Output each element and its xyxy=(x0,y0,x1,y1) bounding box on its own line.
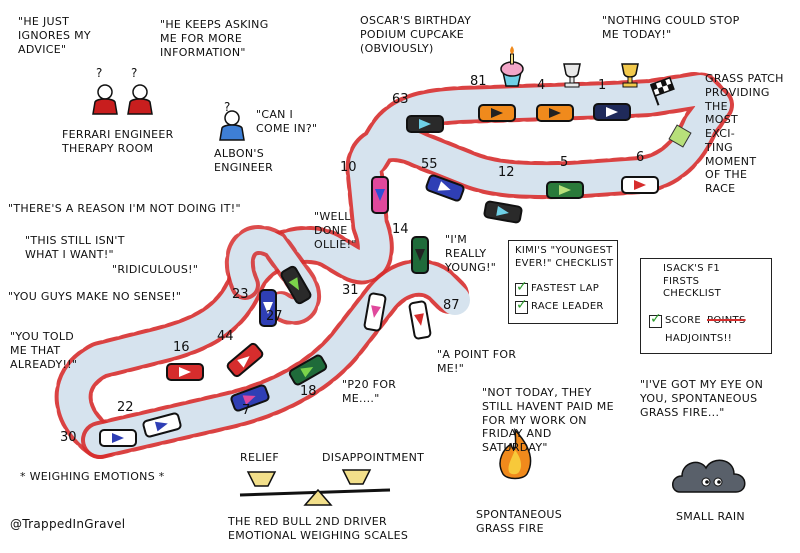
oscar-cupcake-caption: OSCAR'S BIRTHDAY PODIUM CUPCAKE (OBVIOUS… xyxy=(360,14,472,55)
kimi-checklist: KIMI'S "YOUNGEST EVER!" CHECKLIST ✓ FAST… xyxy=(508,240,618,324)
car-number-44: 44 xyxy=(217,329,234,344)
quote-not-today: "NOT TODAY, THEY STILL HAVENT PAID ME FO… xyxy=(482,386,614,454)
car-31 xyxy=(363,292,387,332)
grass-patch-caption: GRASS PATCH PROVIDING THE MOST EXCI- TIN… xyxy=(705,72,784,195)
car-number-7: 7 xyxy=(242,403,251,418)
trophy-icon xyxy=(563,63,581,88)
ferrari-engineer-left xyxy=(92,84,118,115)
car-55 xyxy=(425,174,465,202)
quote-nothing-could-stop: "NOTHING COULD STOP ME TODAY!" xyxy=(602,14,740,41)
checkmark-icon: ✓ xyxy=(516,297,528,313)
kimi-item-race-leader: RACE LEADER xyxy=(531,301,604,312)
isack-checklist-title: ISACK'S F1 FIRSTS CHECKLIST xyxy=(663,263,722,299)
quote-can-i-come-in: "CAN I COME IN?" xyxy=(256,108,318,135)
kimi-item-fastest-lap: FASTEST LAP xyxy=(531,283,600,294)
car-number-6: 6 xyxy=(636,150,645,165)
small-rain-label: SMALL RAIN xyxy=(676,510,745,523)
car-30 xyxy=(99,429,137,447)
quote-told-me: "YOU TOLD ME THAT ALREADY!!" xyxy=(10,330,78,371)
car-27 xyxy=(280,265,312,305)
quote-really-young: "I'M REALLY YOUNG!" xyxy=(445,233,497,274)
checkmark-icon: ✓ xyxy=(650,311,662,327)
quote-still-isnt: "THIS STILL ISN'T WHAT I WANT!" xyxy=(25,234,125,261)
car-number-10: 10 xyxy=(340,160,357,175)
checkbox: ✓ xyxy=(515,279,528,296)
checkered-flag-icon xyxy=(650,76,675,106)
car-81 xyxy=(478,104,516,122)
car-87 xyxy=(408,300,432,340)
car-number-31: 31 xyxy=(342,283,359,298)
car-44 xyxy=(226,342,264,378)
cloud-icon xyxy=(672,459,746,493)
disappointment-label: DISAPPOINTMENT xyxy=(322,451,425,464)
car-number-30: 30 xyxy=(60,430,77,445)
car-18 xyxy=(288,354,328,386)
question-mark: ? xyxy=(131,66,138,80)
car-23 xyxy=(259,289,277,327)
car-number-63: 63 xyxy=(392,92,409,107)
quote-reason: "THERE'S A REASON I'M NOT DOING IT!" xyxy=(8,202,241,215)
ferrari-engineer-right xyxy=(127,84,153,115)
fire-icon xyxy=(499,427,532,480)
car-number-55: 55 xyxy=(421,157,438,172)
quote-no-sense: "YOU GUYS MAKE NO SENSE!" xyxy=(8,290,182,303)
grass-fire-label: SPONTANEOUS GRASS FIRE xyxy=(476,508,563,535)
quote-p20: "P20 FOR ME...." xyxy=(342,378,397,405)
quote-ridiculous: "RIDICULOUS!" xyxy=(112,263,199,276)
cupcake-icon xyxy=(500,46,524,87)
car-6 xyxy=(621,176,659,194)
car-number-81: 81 xyxy=(470,74,487,89)
track-lane xyxy=(58,75,730,455)
car-number-12: 12 xyxy=(498,165,515,180)
car-14 xyxy=(411,236,429,274)
weighing-emotions-title: * WEIGHING EMOTIONS * xyxy=(20,470,165,483)
car-12 xyxy=(483,200,523,224)
car-number-1: 1 xyxy=(598,78,607,93)
car-22 xyxy=(142,412,182,438)
quote-eye-on-you: "I'VE GOT MY EYE ON YOU, SPONTANEOUS GRA… xyxy=(640,378,764,419)
grass-patch xyxy=(668,124,692,148)
question-mark: ? xyxy=(224,100,231,114)
checkbox: ✓ xyxy=(515,297,528,314)
quote-well-done: "WELL DONE OLLIE!" xyxy=(314,210,357,251)
checkbox: ✓ xyxy=(649,311,662,328)
kimi-checklist-title: KIMI'S "YOUNGEST EVER!" CHECKLIST xyxy=(515,245,614,269)
scales-caption: THE RED BULL 2ND DRIVER EMOTIONAL WEIGHI… xyxy=(228,515,409,542)
car-number-18: 18 xyxy=(300,384,317,399)
isack-item-hadjoints: HADJOINTS!! xyxy=(665,333,733,344)
ferrari-therapy-room-label: FERRARI ENGINEER THERAPY ROOM xyxy=(62,128,174,155)
car-5 xyxy=(546,181,584,199)
trophy-icon xyxy=(621,63,639,88)
isack-item-score: SCORE xyxy=(665,315,701,326)
relief-label: RELIEF xyxy=(240,451,280,464)
car-number-14: 14 xyxy=(392,222,409,237)
car-number-27: 27 xyxy=(266,309,283,324)
car-number-16: 16 xyxy=(173,340,190,355)
car-16 xyxy=(166,363,204,381)
car-number-23: 23 xyxy=(232,287,249,302)
car-7 xyxy=(230,384,270,412)
car-number-87: 87 xyxy=(443,298,460,313)
car-63 xyxy=(406,115,444,133)
car-1 xyxy=(593,103,631,121)
car-number-5: 5 xyxy=(560,155,569,170)
weighing-scales xyxy=(239,469,391,506)
quote-ignores-advice: "HE JUST IGNORES MY ADVICE" xyxy=(18,15,91,56)
car-number-22: 22 xyxy=(117,400,134,415)
quote-point-for-me: "A POINT FOR ME!" xyxy=(437,348,517,375)
checkmark-icon: ✓ xyxy=(516,279,528,295)
track-lane-hairpin xyxy=(228,229,317,322)
isack-checklist: ISACK'S F1 FIRSTS CHECKLIST ✓ SCORE POIN… xyxy=(640,258,772,354)
quote-asking-information: "HE KEEPS ASKING ME FOR MORE INFORMATION… xyxy=(160,18,269,59)
author-handle: @TrappedInGravel xyxy=(10,517,126,531)
isack-item-points-struck: POINTS xyxy=(707,315,746,326)
car-4 xyxy=(536,104,574,122)
car-number-4: 4 xyxy=(537,78,546,93)
question-mark: ? xyxy=(96,66,103,80)
albon-engineer-label: ALBON'S ENGINEER xyxy=(214,147,274,174)
albon-engineer xyxy=(219,110,245,141)
car-10 xyxy=(371,176,389,214)
